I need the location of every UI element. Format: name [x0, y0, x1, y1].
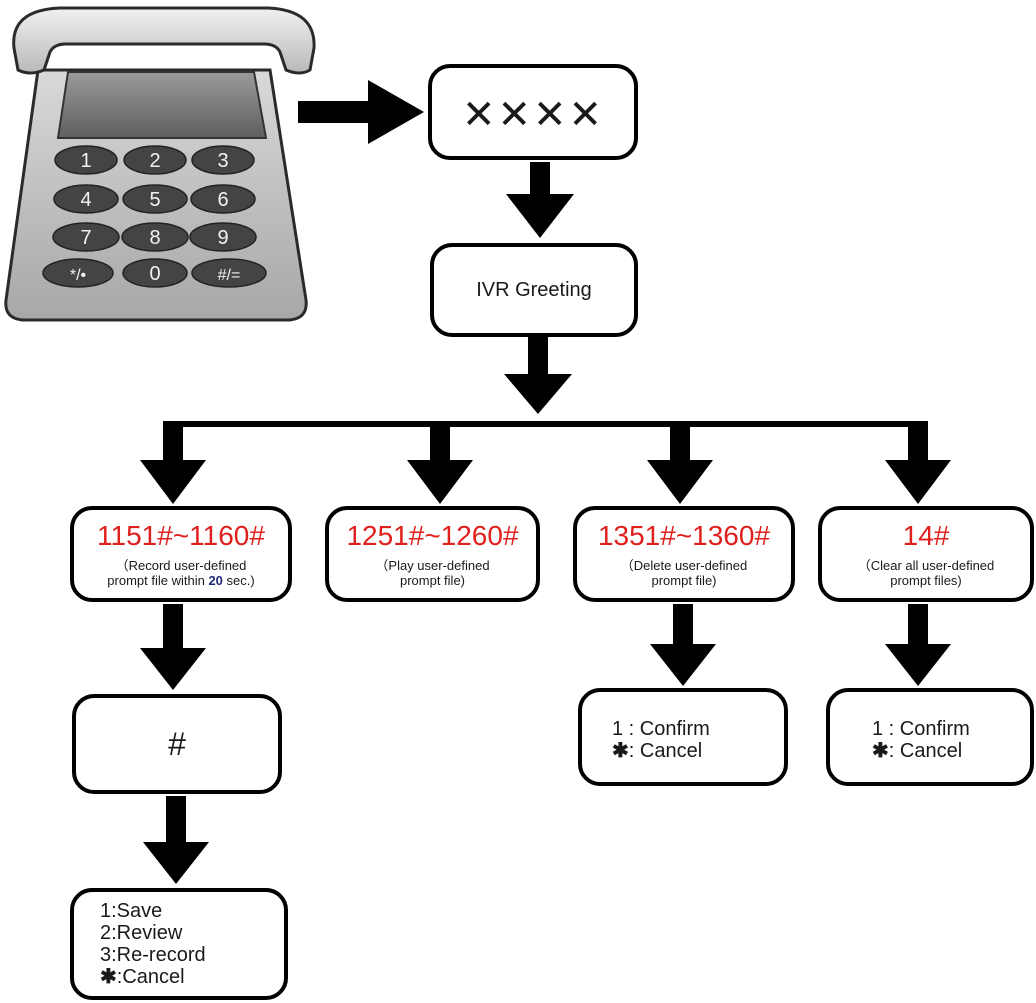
phone-key-button — [191, 258, 267, 288]
branch-bus-line — [170, 421, 922, 427]
delete-option-label: : Cancel — [628, 740, 703, 762]
hash-to-options-arrow — [143, 796, 209, 884]
record-desc-line2: prompt file within 20 sec.) — [74, 573, 288, 588]
record-code: 1151#~1160# — [97, 520, 265, 551]
star-key-icon: ✱ — [100, 966, 117, 988]
play-prompt-box: 1251#~1260# （Play user-defined prompt fi… — [325, 506, 540, 602]
record-desc-line2-text: prompt file within — [107, 573, 209, 588]
clear-option-label: : Confirm — [883, 718, 970, 740]
delete-desc-line1: （Delete user-defined — [620, 558, 748, 573]
phone-key-label: 2 — [149, 150, 160, 172]
record-duration: 20 — [208, 573, 223, 588]
delete-option-cancel: ✱: Cancel — [612, 740, 710, 762]
phone-key-button — [190, 184, 256, 214]
clear-all-code: 14# — [902, 520, 950, 551]
record-to-hash-arrow — [140, 604, 206, 690]
clear-option-confirm: 1 : Confirm — [872, 718, 970, 740]
branch-arrow-3 — [647, 421, 713, 504]
clear-to-confirm-arrow — [885, 604, 951, 686]
phone-key-button — [54, 145, 118, 175]
phone-key-button — [189, 222, 257, 252]
delete-prompt-box: 1351#~1360# （Delete user-defined prompt … — [573, 506, 795, 602]
clear-all-desc-line2: prompt files) — [890, 573, 962, 588]
phone-key-label: 8 — [149, 227, 160, 249]
phone-key-label: 4 — [80, 189, 91, 211]
telephone-icon: 1 2 3 4 5 6 7 8 9 */• 0 #/= — [4, 6, 316, 322]
record-option-cancel: ✱:Cancel — [100, 966, 206, 988]
branch-arrow-2 — [407, 421, 473, 504]
play-desc-line2: prompt file) — [399, 573, 466, 588]
delete-confirm-box: 1 : Confirm ✱: Cancel — [578, 688, 788, 786]
greeting-to-bus-arrow — [504, 336, 572, 414]
phone-key-label: 3 — [217, 150, 228, 172]
record-option-key: 3 — [100, 944, 112, 966]
phone-key-label: 5 — [149, 189, 160, 211]
record-option-rerecord: 3:Re-record — [100, 944, 206, 966]
play-desc: （Play user-defined prompt file) — [329, 558, 536, 588]
clear-all-desc-line1: （Clear all user-defined — [857, 558, 995, 573]
delete-to-confirm-arrow — [650, 604, 716, 686]
delete-desc-line2: prompt file) — [651, 573, 717, 588]
ivr-greeting-label: IVR Greeting — [476, 279, 592, 301]
delete-desc: （Delete user-defined prompt file) — [577, 558, 791, 588]
ivr-greeting-box: IVR Greeting — [430, 243, 638, 337]
branch-arrow-4 — [885, 421, 951, 504]
star-key-icon: ✱ — [872, 740, 889, 762]
phone-key-label: #/= — [218, 267, 241, 284]
clear-option-label: : Cancel — [888, 740, 963, 762]
delete-option-key: 1 — [612, 718, 624, 740]
branch-arrow-1 — [140, 421, 206, 504]
hash-symbol: # — [168, 726, 186, 762]
phone-key-button — [53, 184, 119, 214]
phone-key-button — [122, 258, 188, 288]
phone-key-button — [121, 222, 189, 252]
record-desc-line2-unit: sec.) — [222, 573, 255, 588]
clear-confirm-box: 1 : Confirm ✱: Cancel — [826, 688, 1034, 786]
phone-key-button — [123, 145, 187, 175]
phone-key-button — [122, 184, 188, 214]
clear-option-cancel: ✱: Cancel — [872, 740, 970, 762]
clear-all-desc: （Clear all user-defined prompt files) — [822, 558, 1030, 588]
phone-key-label: 9 — [217, 227, 228, 249]
phone-key-button — [42, 258, 114, 288]
delete-option-confirm: 1 : Confirm — [612, 718, 710, 740]
record-desc-line1: （Record user-defined — [115, 558, 247, 573]
record-option-label: :Cancel — [116, 966, 185, 988]
phone-to-password-arrow — [298, 80, 424, 144]
record-options-list: 1:Save 2:Review 3:Re-record ✱:Cancel — [100, 900, 206, 988]
phone-key-button — [191, 145, 255, 175]
phone-key-label: */• — [70, 267, 86, 284]
record-option-review: 2:Review — [100, 922, 206, 944]
password-mask-text: ✕✕✕✕ — [461, 93, 605, 137]
record-option-label: :Review — [111, 922, 183, 944]
play-code: 1251#~1260# — [346, 520, 519, 551]
record-options-box: 1:Save 2:Review 3:Re-record ✱:Cancel — [70, 888, 288, 1000]
record-prompt-box: 1151#~1160# （Record user-defined prompt … — [70, 506, 292, 602]
clear-confirm-list: 1 : Confirm ✱: Cancel — [872, 718, 970, 762]
hash-key-box: # — [72, 694, 282, 794]
phone-key-label: 7 — [80, 227, 91, 249]
record-option-key: 2 — [100, 922, 112, 944]
phone-key-label: 1 — [80, 150, 91, 172]
record-option-key: 1 — [100, 900, 112, 922]
record-option-save: 1:Save — [100, 900, 206, 922]
play-desc-line1: （Play user-defined — [375, 558, 490, 573]
clear-option-key: 1 — [872, 718, 884, 740]
phone-key-label: 0 — [149, 263, 160, 285]
password-to-greeting-arrow — [506, 162, 574, 238]
clear-all-prompt-box: 14# （Clear all user-defined prompt files… — [818, 506, 1034, 602]
record-desc: （Record user-defined prompt file within … — [74, 558, 288, 588]
phone-key-label: 6 — [217, 189, 228, 211]
password-box: ✕✕✕✕ — [428, 64, 638, 160]
star-key-icon: ✱ — [612, 740, 629, 762]
delete-code: 1351#~1360# — [597, 520, 771, 551]
phone-key-button — [52, 222, 120, 252]
record-option-label: :Save — [111, 900, 163, 922]
record-option-label: :Re-record — [111, 944, 206, 966]
delete-option-label: : Confirm — [623, 718, 710, 740]
delete-confirm-list: 1 : Confirm ✱: Cancel — [612, 718, 710, 762]
